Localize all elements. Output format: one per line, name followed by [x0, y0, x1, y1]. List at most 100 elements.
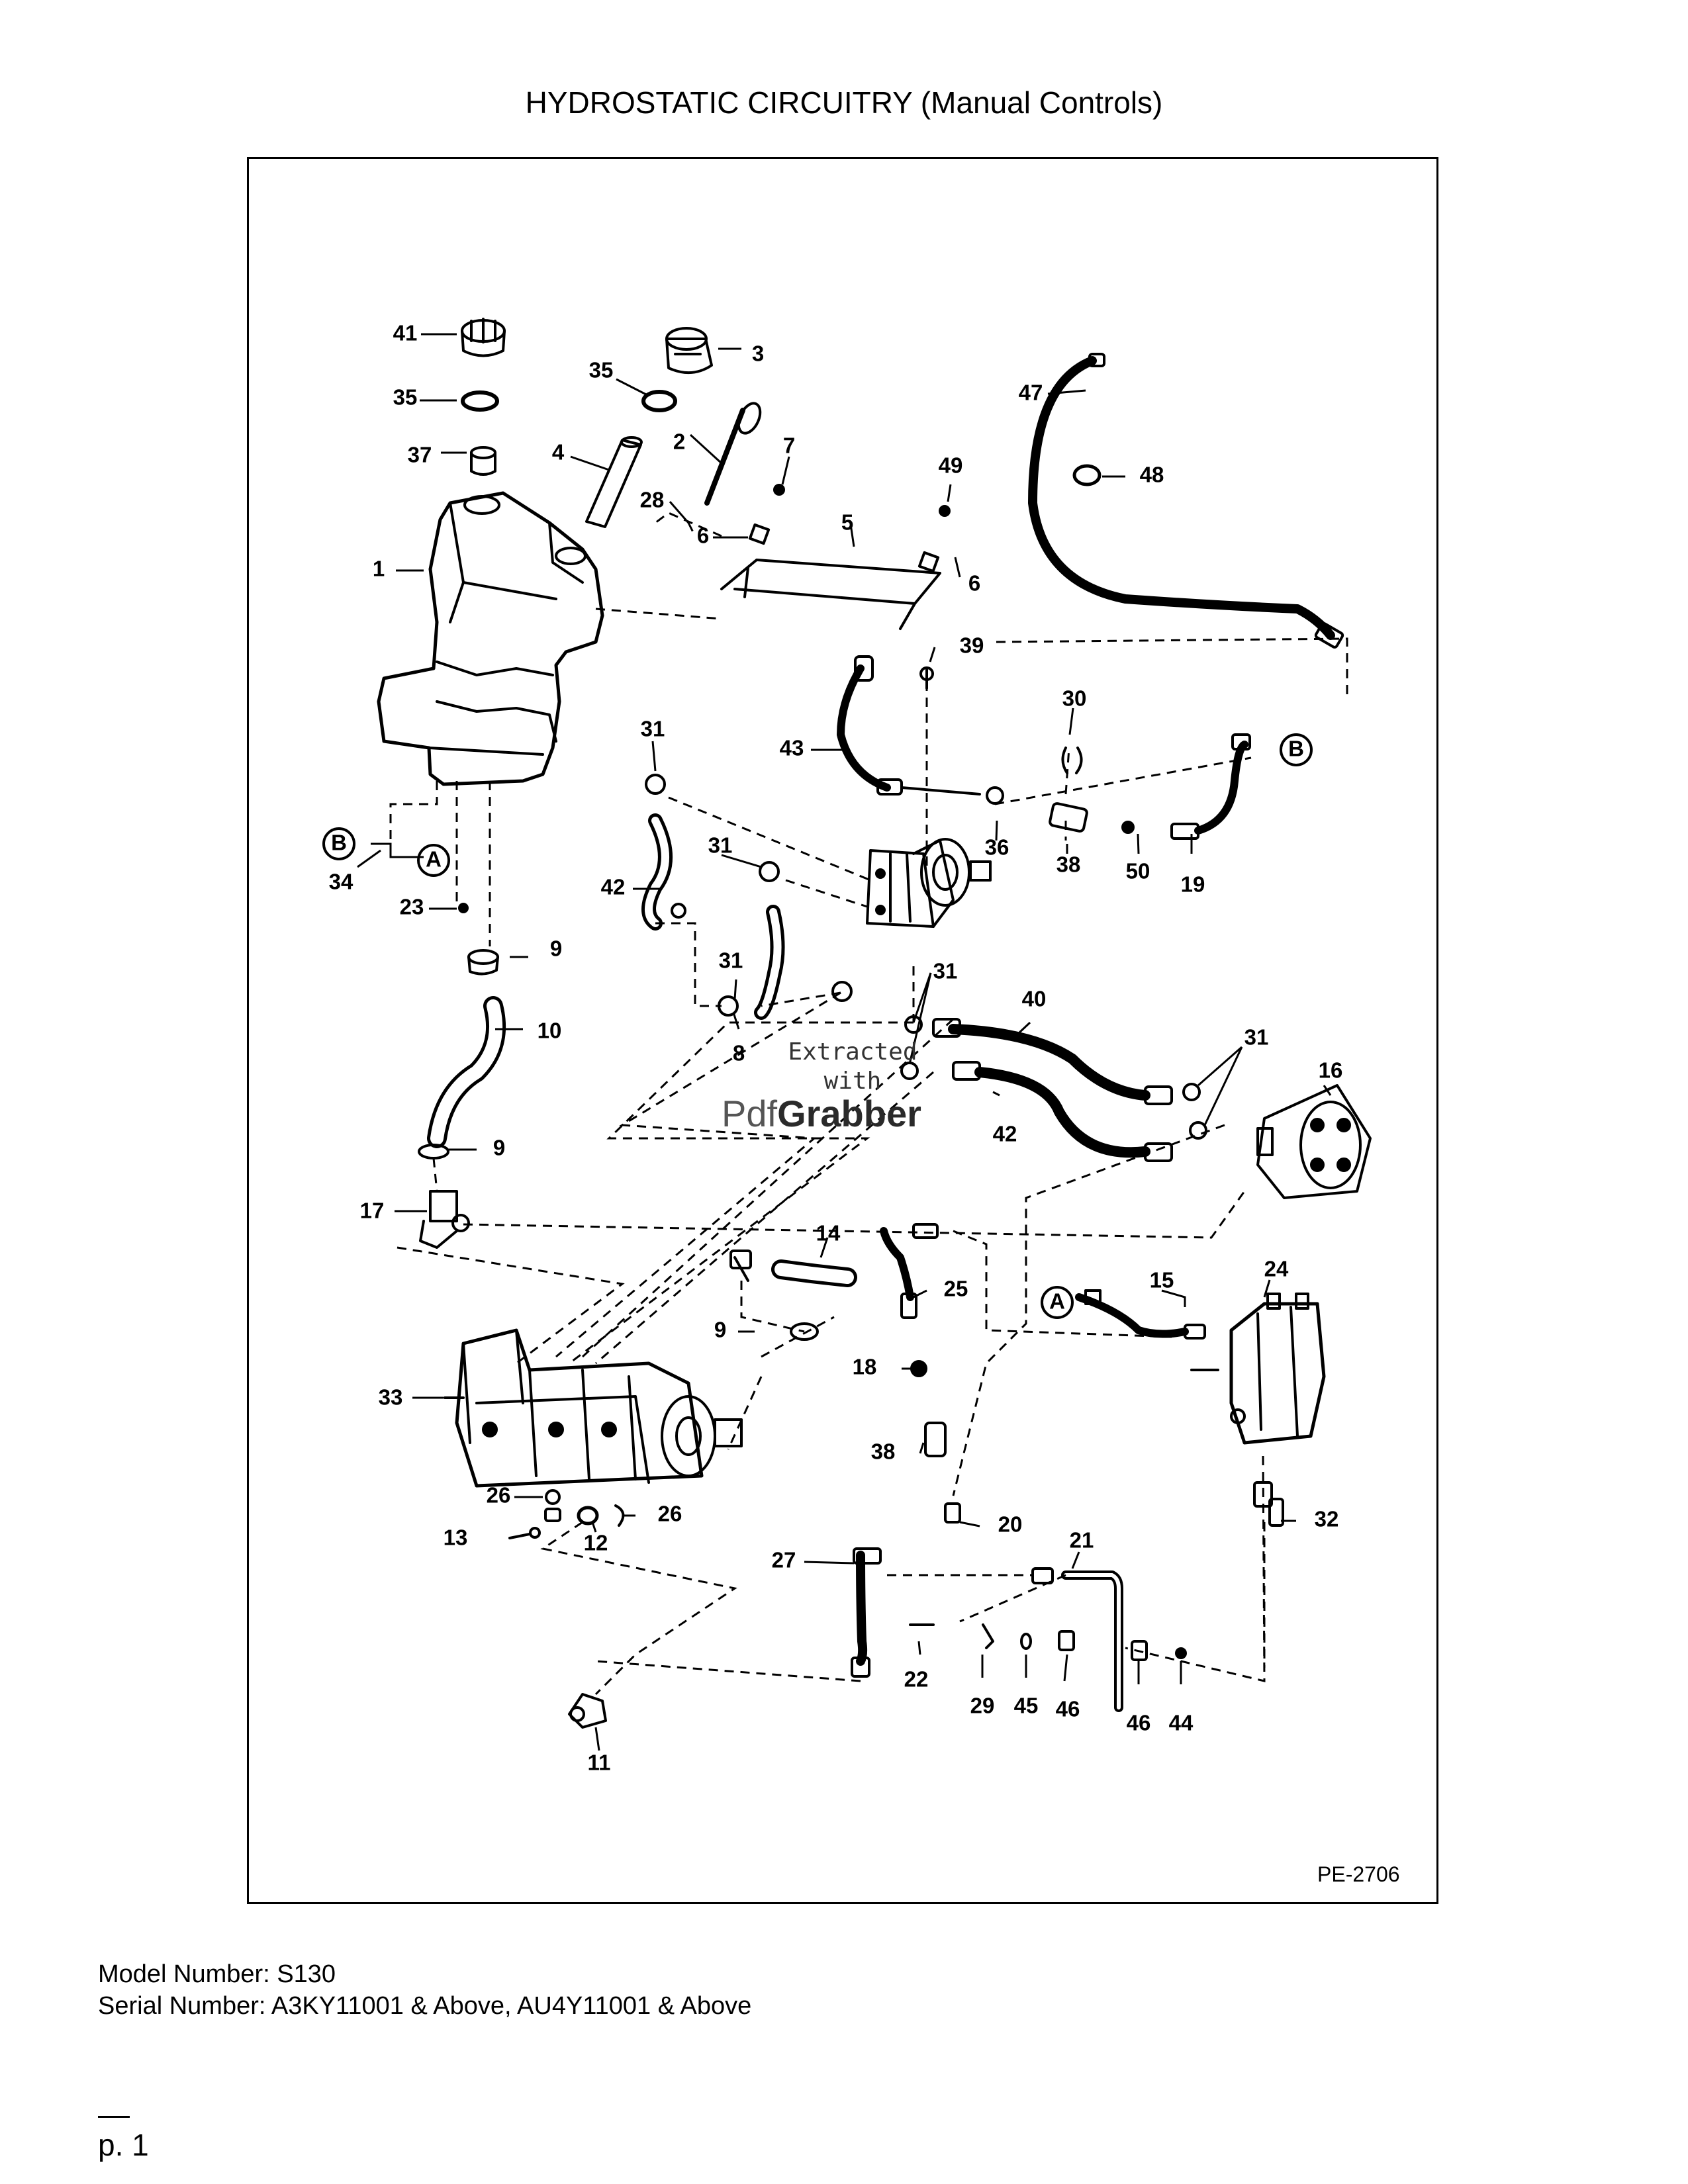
hydraulic-reservoir	[377, 491, 604, 786]
diagram-frame	[247, 157, 1438, 1904]
o-ring	[1072, 464, 1102, 486]
breather-cap	[461, 318, 506, 357]
callout-1: 1	[373, 557, 385, 581]
callout-31: 31	[933, 959, 958, 983]
callout-50: 50	[1126, 859, 1150, 884]
page-number: p. 1	[98, 2128, 149, 2162]
suction-hose-right	[718, 861, 853, 1020]
callout-44: 44	[1169, 1711, 1194, 1735]
callout-46: 46	[1056, 1697, 1080, 1721]
callout-49: 49	[939, 453, 963, 478]
elbow-fitting	[419, 1190, 470, 1249]
callout-20: 20	[998, 1512, 1023, 1537]
callout-47: 47	[1019, 381, 1043, 405]
hydrostatic-pump	[444, 1328, 743, 1488]
connector-b-right-ring	[1280, 733, 1313, 766]
control-valve	[1190, 1293, 1326, 1508]
tee-fitting	[1049, 747, 1199, 840]
connector-b-right: B	[1288, 737, 1304, 761]
dipstick	[704, 402, 762, 506]
filler-seal	[641, 390, 677, 412]
callout-19: 19	[1181, 872, 1205, 897]
callout-10: 10	[538, 1019, 562, 1043]
callout-31: 31	[641, 717, 665, 741]
seal-ring	[461, 390, 499, 412]
callout-48: 48	[1140, 463, 1164, 487]
small-parts-row	[909, 1623, 1187, 1661]
callout-8: 8	[733, 1041, 745, 1066]
breather-adapter	[470, 446, 496, 476]
figure-code: PE-2706	[1317, 1862, 1400, 1886]
connector-b-left-ring	[322, 827, 355, 860]
filler-strainer	[585, 436, 643, 528]
watermark-text: Extracted with	[773, 1038, 932, 1096]
callout-42: 42	[993, 1122, 1017, 1146]
callout-12: 12	[584, 1531, 608, 1555]
serial-number: Serial Number: A3KY11001 & Above, AU4Y11…	[98, 1992, 752, 2020]
return-hose-27	[851, 1547, 882, 1678]
callout-28: 28	[640, 488, 665, 512]
model-number: Model Number: S130	[98, 1960, 336, 1988]
callout-11: 11	[588, 1751, 611, 1775]
callout-6: 6	[968, 571, 980, 596]
callout-43: 43	[780, 736, 804, 760]
callout-9: 9	[550, 936, 562, 961]
pump-fittings	[508, 1489, 625, 1539]
drive-motor-lower	[1256, 1084, 1372, 1199]
callout-34: 34	[329, 870, 353, 894]
callout-35: 35	[589, 358, 614, 383]
callout-9: 9	[714, 1318, 726, 1342]
callout-21: 21	[1070, 1528, 1094, 1553]
callout-25: 25	[944, 1277, 968, 1301]
callout-38: 38	[1056, 852, 1081, 877]
callout-29: 29	[970, 1694, 995, 1718]
return-tube	[1031, 1567, 1123, 1712]
callout-4: 4	[552, 440, 565, 465]
callout-5: 5	[841, 510, 853, 535]
watermark-line-1: Extracted	[788, 1038, 917, 1066]
callout-26: 26	[487, 1483, 511, 1508]
callout-2: 2	[673, 430, 685, 454]
callout-3: 3	[752, 341, 764, 366]
callout-14: 14	[816, 1221, 841, 1246]
connector-a-right-ring	[1041, 1286, 1074, 1319]
callout-32: 32	[1315, 1507, 1339, 1531]
callout-35: 35	[393, 385, 418, 410]
callout-30: 30	[1062, 686, 1087, 711]
callout-7: 7	[783, 433, 795, 458]
callout-18: 18	[853, 1355, 877, 1379]
callout-17: 17	[360, 1199, 385, 1223]
watermark-brand-b: Grabber	[777, 1093, 921, 1134]
callout-41: 41	[393, 321, 418, 345]
callout-37: 37	[408, 443, 432, 467]
callout-38: 38	[871, 1439, 896, 1464]
loop-hose-lower	[900, 1061, 1207, 1162]
filler-cap	[665, 327, 713, 375]
adapter-fitting	[1268, 1498, 1284, 1527]
callout-39: 39	[960, 633, 984, 658]
pilot-hose	[880, 1223, 961, 1524]
callout-22: 22	[904, 1667, 929, 1692]
drive-motor-upper	[866, 838, 992, 928]
filter-housing	[568, 1693, 607, 1729]
callout-26: 26	[658, 1502, 682, 1526]
callout-40: 40	[1022, 987, 1047, 1011]
callout-31: 31	[708, 833, 733, 858]
case-drain-hose	[729, 1250, 857, 1341]
callout-24: 24	[1264, 1257, 1289, 1281]
return-hose	[1194, 733, 1251, 835]
callout-31: 31	[1244, 1025, 1269, 1050]
watermark-brand-a: Pdf	[722, 1093, 778, 1134]
callout-9: 9	[493, 1136, 505, 1160]
callout-16: 16	[1319, 1058, 1343, 1083]
page-title: HYDROSTATIC CIRCUITRY (Manual Controls)	[525, 85, 1163, 120]
suction-hose-left	[641, 774, 686, 931]
watermark-line-2: with	[823, 1068, 882, 1095]
callout-33: 33	[379, 1385, 403, 1410]
callout-36: 36	[985, 835, 1009, 860]
watermark-logo: PdfGrabber	[722, 1092, 921, 1135]
mounting-bracket	[720, 484, 951, 630]
control-hose	[1075, 1289, 1206, 1340]
suction-hose-main	[418, 903, 506, 1160]
